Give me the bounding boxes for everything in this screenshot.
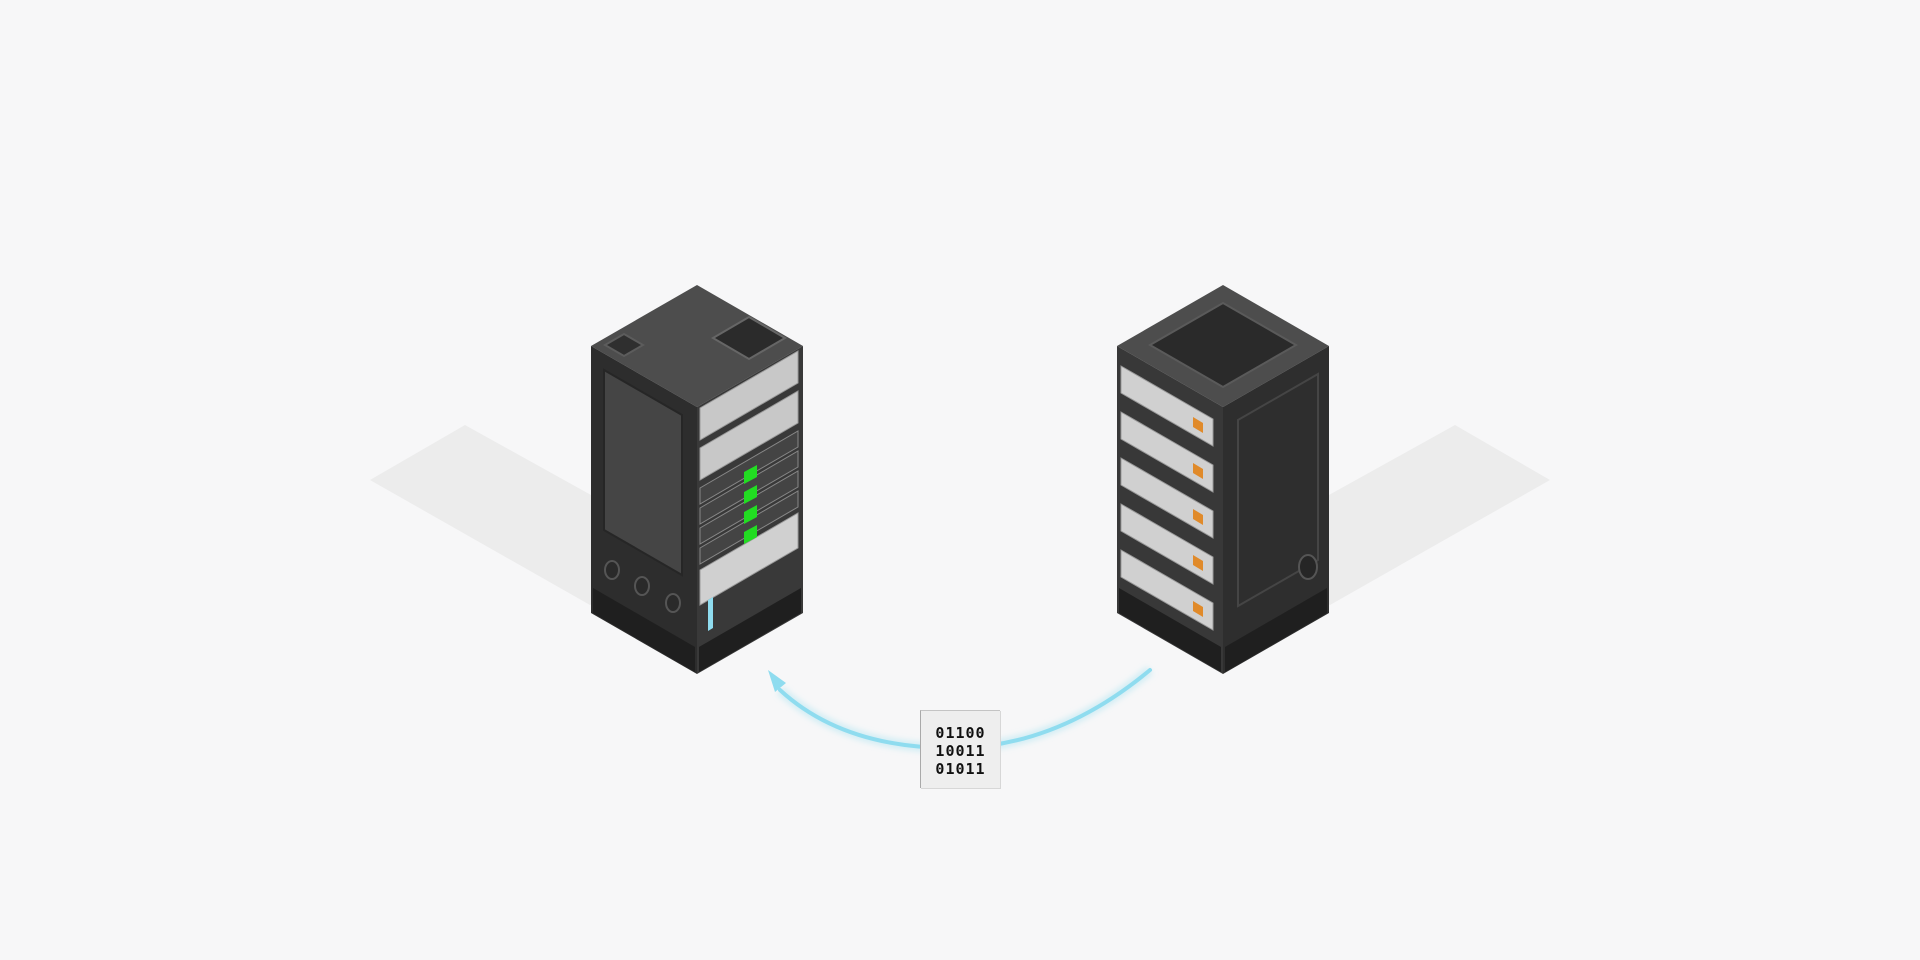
left-rack-unit-5	[699, 470, 799, 545]
left-rack-unit-2	[699, 390, 799, 481]
status-led	[744, 465, 757, 484]
left-rack-unit-6	[699, 490, 799, 565]
right-rack-drive-2	[1120, 411, 1214, 493]
drive-handle	[1193, 463, 1203, 479]
drive-handle	[1193, 601, 1203, 617]
left-rack-unit-3	[699, 430, 799, 505]
right-rack-right-face	[1223, 346, 1329, 674]
right-rack-side-panel	[1237, 372, 1319, 608]
left-rack-bottom-grille	[699, 588, 801, 672]
right-rack-drive-3	[1120, 457, 1214, 539]
right-rack-bottom-grille	[1119, 588, 1221, 672]
left-rack-unit-accent	[708, 597, 713, 631]
data-flow-arrowhead	[768, 670, 786, 692]
right-rack-drive-1	[1120, 365, 1214, 447]
drive-handle	[1193, 509, 1203, 525]
binary-line: 01100	[935, 723, 986, 742]
right-rack-drive-5	[1120, 549, 1214, 631]
right-rack-drive-4	[1120, 503, 1214, 585]
rack-server-left	[591, 285, 803, 674]
status-led	[744, 525, 757, 544]
left-rack-unit-7	[699, 512, 799, 606]
left-rack-bottom-grille	[593, 588, 695, 672]
status-led	[744, 485, 757, 504]
right-rack-top-fan-grille	[1147, 301, 1299, 389]
drive-handle	[1193, 417, 1203, 433]
left-rack-unit-1	[699, 350, 799, 441]
left-rack-vent-hole	[634, 576, 650, 596]
right-rack-bottom-grille	[1225, 588, 1327, 672]
binary-data-packet: 01100 10011 01011	[920, 710, 1000, 788]
right-rack-vent-hole	[1298, 554, 1318, 580]
status-led	[744, 505, 757, 524]
rack-server-right	[1117, 285, 1329, 674]
left-rack-top-fan-vent	[711, 315, 787, 361]
binary-line: 01011	[935, 759, 986, 778]
drive-handle	[1193, 555, 1203, 571]
left-rack-top-vent-small	[603, 332, 645, 358]
left-rack-vent-hole	[665, 593, 681, 613]
binary-line: 10011	[935, 741, 986, 760]
left-rack-unit-4	[699, 450, 799, 525]
left-rack-vent-hole	[604, 560, 620, 580]
left-rack-side-panel	[603, 368, 683, 577]
